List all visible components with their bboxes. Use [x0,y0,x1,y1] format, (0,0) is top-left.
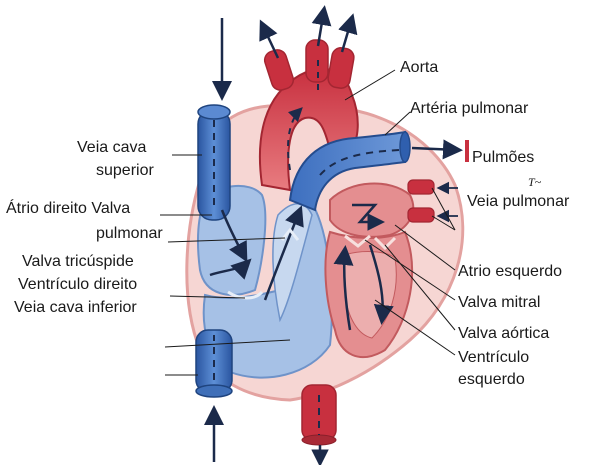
descending-aorta-end [302,435,336,445]
label-arteria-pulmonar: Artéria pulmonar [410,100,529,117]
label-veia-pulmonar: Veia pulmonar [467,193,570,210]
label-veia-cava-inferior: Veia cava inferior [14,299,137,316]
pulmonary-vein-lower [408,208,434,222]
aorta-branch-1 [262,48,295,93]
label-ventriculo-direito: Ventrículo direito [18,276,137,293]
label-valva-tricuspide: Valva tricúspide [22,253,134,270]
aorta-branch-3 [327,46,356,89]
label-veia-cava-sup-2: superior [96,162,154,179]
label-valva-mitral: Valva mitral [458,294,540,311]
pulmonary-artery-end [400,132,410,162]
label-valva-aortica: Valva aórtica [458,325,549,342]
label-atrio-direito-valva: Átrio direito Valva [6,198,130,217]
label-veia-cava-sup-1: Veia cava [77,139,146,156]
label-atrio-esquerdo: Atrio esquerdo [458,263,562,280]
lungs-marker [465,140,469,162]
label-pulmoes: Pulmões [472,149,534,166]
label-pulmonar: pulmonar [96,225,163,242]
arrow-out-aorta-3 [342,18,352,52]
label-ventriculo-1: Ventrículo [458,349,529,366]
label-ventriculo-2: esquerdo [458,371,525,388]
label-aorta: Aorta [400,59,438,76]
pulmonary-vein-upper [408,180,434,194]
svc-opening [198,105,230,119]
ivc-opening [196,385,232,397]
leader-aorta [345,70,395,100]
label-t-mark: T~ [528,175,542,189]
